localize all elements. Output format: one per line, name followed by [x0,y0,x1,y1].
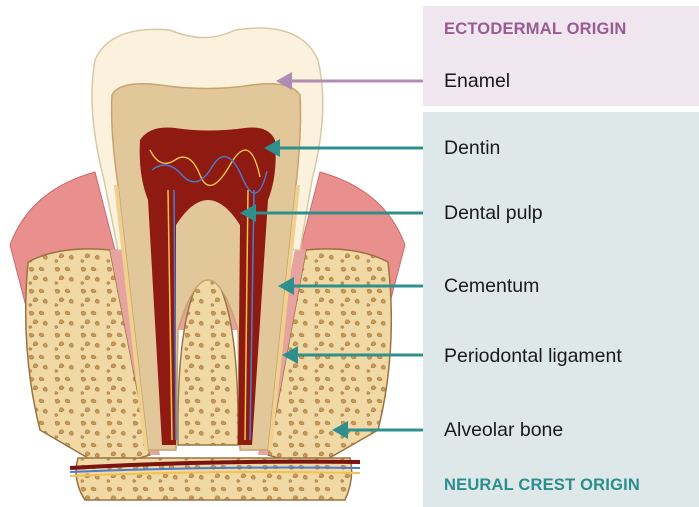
dental-pulp-label: Dental pulp [444,202,543,225]
periodontal-ligament-label: Periodontal ligament [444,345,622,368]
alveolar-bone-label: Alveolar bone [444,419,563,442]
neural-crest-origin-heading: NEURAL CREST ORIGIN [444,476,640,495]
dentin-label: Dentin [444,137,500,160]
enamel-label: Enamel [444,70,510,93]
cementum-label: Cementum [444,275,539,298]
ectodermal-origin-heading: ECTODERMAL ORIGIN [444,20,626,39]
